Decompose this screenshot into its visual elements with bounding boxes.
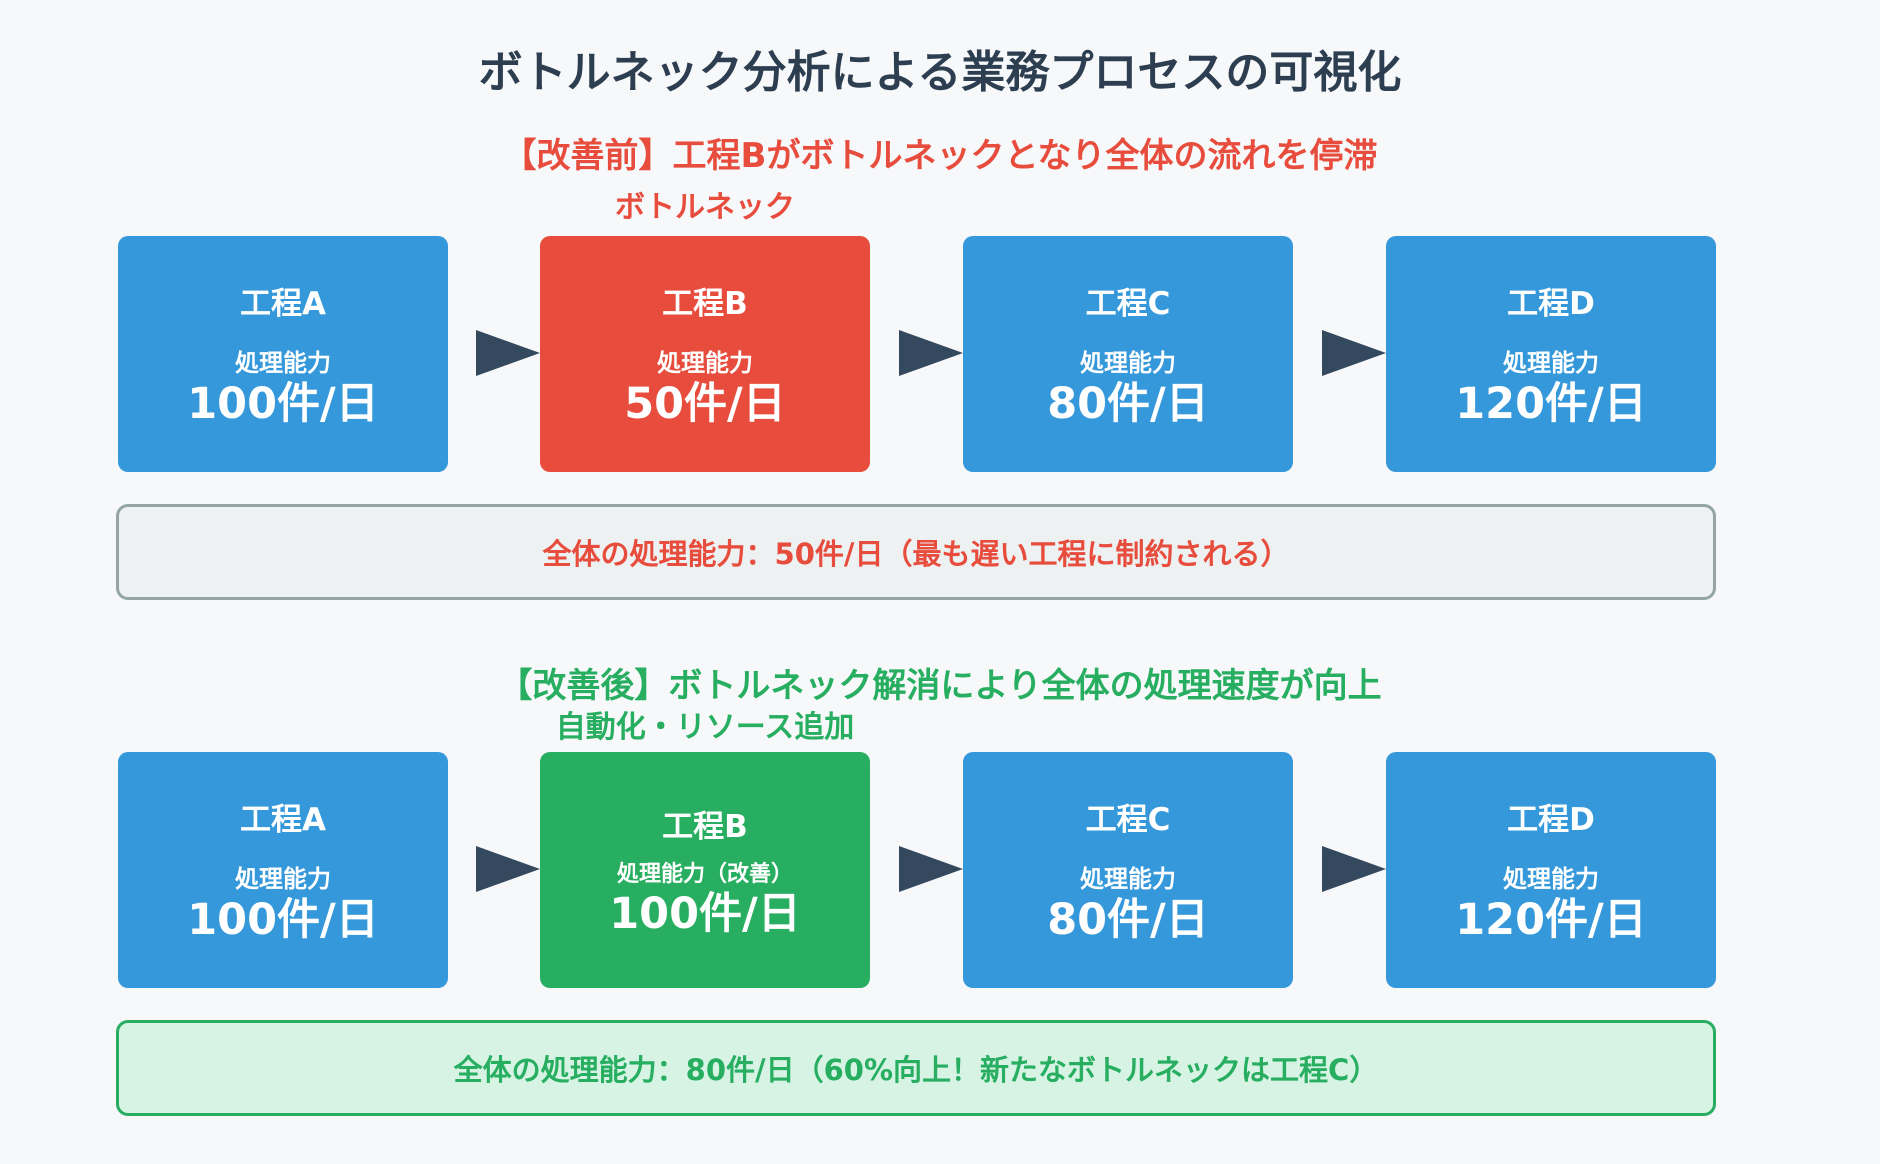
arrow-right-icon	[476, 330, 540, 376]
before-process-a: 工程A 処理能力 100件/日	[118, 236, 448, 472]
capacity-label: 処理能力	[235, 349, 331, 378]
after-process-d: 工程D 処理能力 120件/日	[1386, 752, 1716, 988]
capacity-value: 50件/日	[624, 379, 786, 430]
arrow-right-icon	[476, 846, 540, 892]
after-process-c: 工程C 処理能力 80件/日	[963, 752, 1293, 988]
capacity-label: 処理能力	[1503, 349, 1599, 378]
page-title: ボトルネック分析による業務プロセスの可視化	[478, 47, 1402, 98]
after-heading: 【改善後】ボトルネック解消により全体の処理速度が向上	[498, 666, 1382, 706]
capacity-value: 120件/日	[1455, 379, 1647, 430]
process-name: 工程A	[240, 286, 326, 323]
before-process-c: 工程C 処理能力 80件/日	[963, 236, 1293, 472]
capacity-value: 100件/日	[609, 888, 801, 939]
capacity-value: 80件/日	[1047, 379, 1209, 430]
capacity-label: 処理能力（改善）	[616, 861, 793, 887]
capacity-value: 100件/日	[187, 379, 379, 430]
process-name: 工程D	[1507, 802, 1595, 839]
before-process-b: 工程B 処理能力 50件/日	[540, 236, 870, 472]
capacity-label: 処理能力	[1503, 865, 1599, 894]
capacity-value: 120件/日	[1455, 895, 1647, 946]
before-heading: 【改善前】工程Bがボトルネックとなり全体の流れを停滞	[502, 136, 1378, 176]
process-name: 工程C	[1085, 802, 1171, 839]
capacity-value: 100件/日	[187, 895, 379, 946]
after-summary: 全体の処理能力：80件/日（60%向上！新たなボトルネックは工程C）	[116, 1020, 1716, 1116]
arrow-right-icon	[1322, 846, 1386, 892]
capacity-label: 処理能力	[657, 349, 753, 378]
capacity-label: 処理能力	[1080, 349, 1176, 378]
before-summary: 全体の処理能力：50件/日（最も遅い工程に制約される）	[116, 504, 1716, 600]
arrow-right-icon	[1322, 330, 1386, 376]
bottleneck-tag: ボトルネック	[615, 190, 795, 225]
arrow-right-icon	[899, 846, 963, 892]
capacity-value: 80件/日	[1047, 895, 1209, 946]
capacity-label: 処理能力	[235, 865, 331, 894]
process-name: 工程C	[1085, 286, 1171, 323]
after-process-b: 工程B 処理能力（改善） 100件/日	[540, 752, 870, 988]
arrow-right-icon	[899, 330, 963, 376]
process-name: 工程A	[240, 802, 326, 839]
process-name: 工程B	[662, 808, 748, 845]
process-name: 工程B	[662, 286, 748, 323]
capacity-label: 処理能力	[1080, 865, 1176, 894]
improvement-tag: 自動化・リソース追加	[555, 710, 855, 745]
process-name: 工程D	[1507, 286, 1595, 323]
after-process-a: 工程A 処理能力 100件/日	[118, 752, 448, 988]
before-process-d: 工程D 処理能力 120件/日	[1386, 236, 1716, 472]
